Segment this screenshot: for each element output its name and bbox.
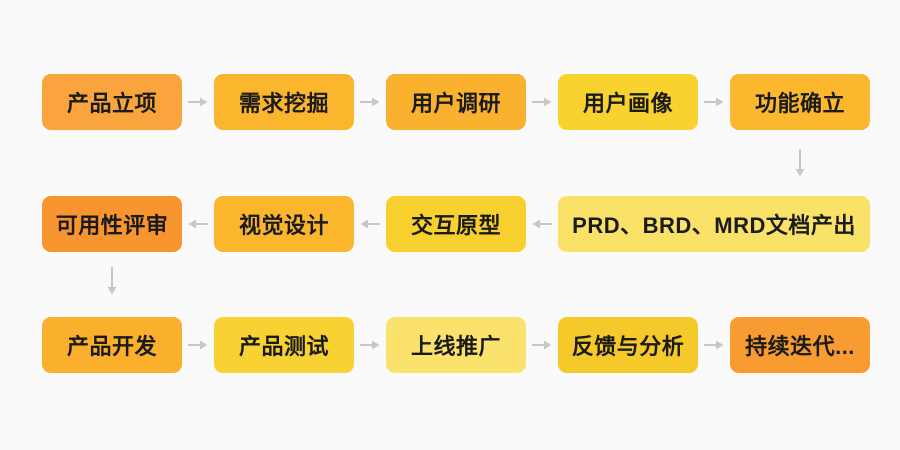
flow-node: 可用性评审	[42, 196, 182, 252]
flow-node: 反馈与分析	[558, 317, 698, 373]
flow-node: 产品开发	[42, 317, 182, 373]
flow-node: PRD、BRD、MRD文档产出	[558, 196, 870, 252]
arrow-right-icon	[187, 95, 209, 109]
arrow-left-icon	[531, 217, 553, 231]
arrow-down-icon	[105, 266, 119, 296]
flow-node: 产品立项	[42, 74, 182, 130]
flow-node: 持续迭代...	[730, 317, 870, 373]
flow-node: 上线推广	[386, 317, 526, 373]
arrow-right-icon	[703, 338, 725, 352]
flow-node: 产品测试	[214, 317, 354, 373]
flow-node: 视觉设计	[214, 196, 354, 252]
arrow-down-icon	[793, 148, 807, 178]
flow-node: 用户画像	[558, 74, 698, 130]
flow-node: 功能确立	[730, 74, 870, 130]
arrow-left-icon	[187, 217, 209, 231]
arrow-right-icon	[187, 338, 209, 352]
arrow-right-icon	[703, 95, 725, 109]
arrow-right-icon	[531, 95, 553, 109]
arrow-right-icon	[359, 338, 381, 352]
flow-node: 用户调研	[386, 74, 526, 130]
flow-node: 需求挖掘	[214, 74, 354, 130]
flow-node: 交互原型	[386, 196, 526, 252]
arrow-left-icon	[359, 217, 381, 231]
arrow-right-icon	[531, 338, 553, 352]
arrow-right-icon	[359, 95, 381, 109]
